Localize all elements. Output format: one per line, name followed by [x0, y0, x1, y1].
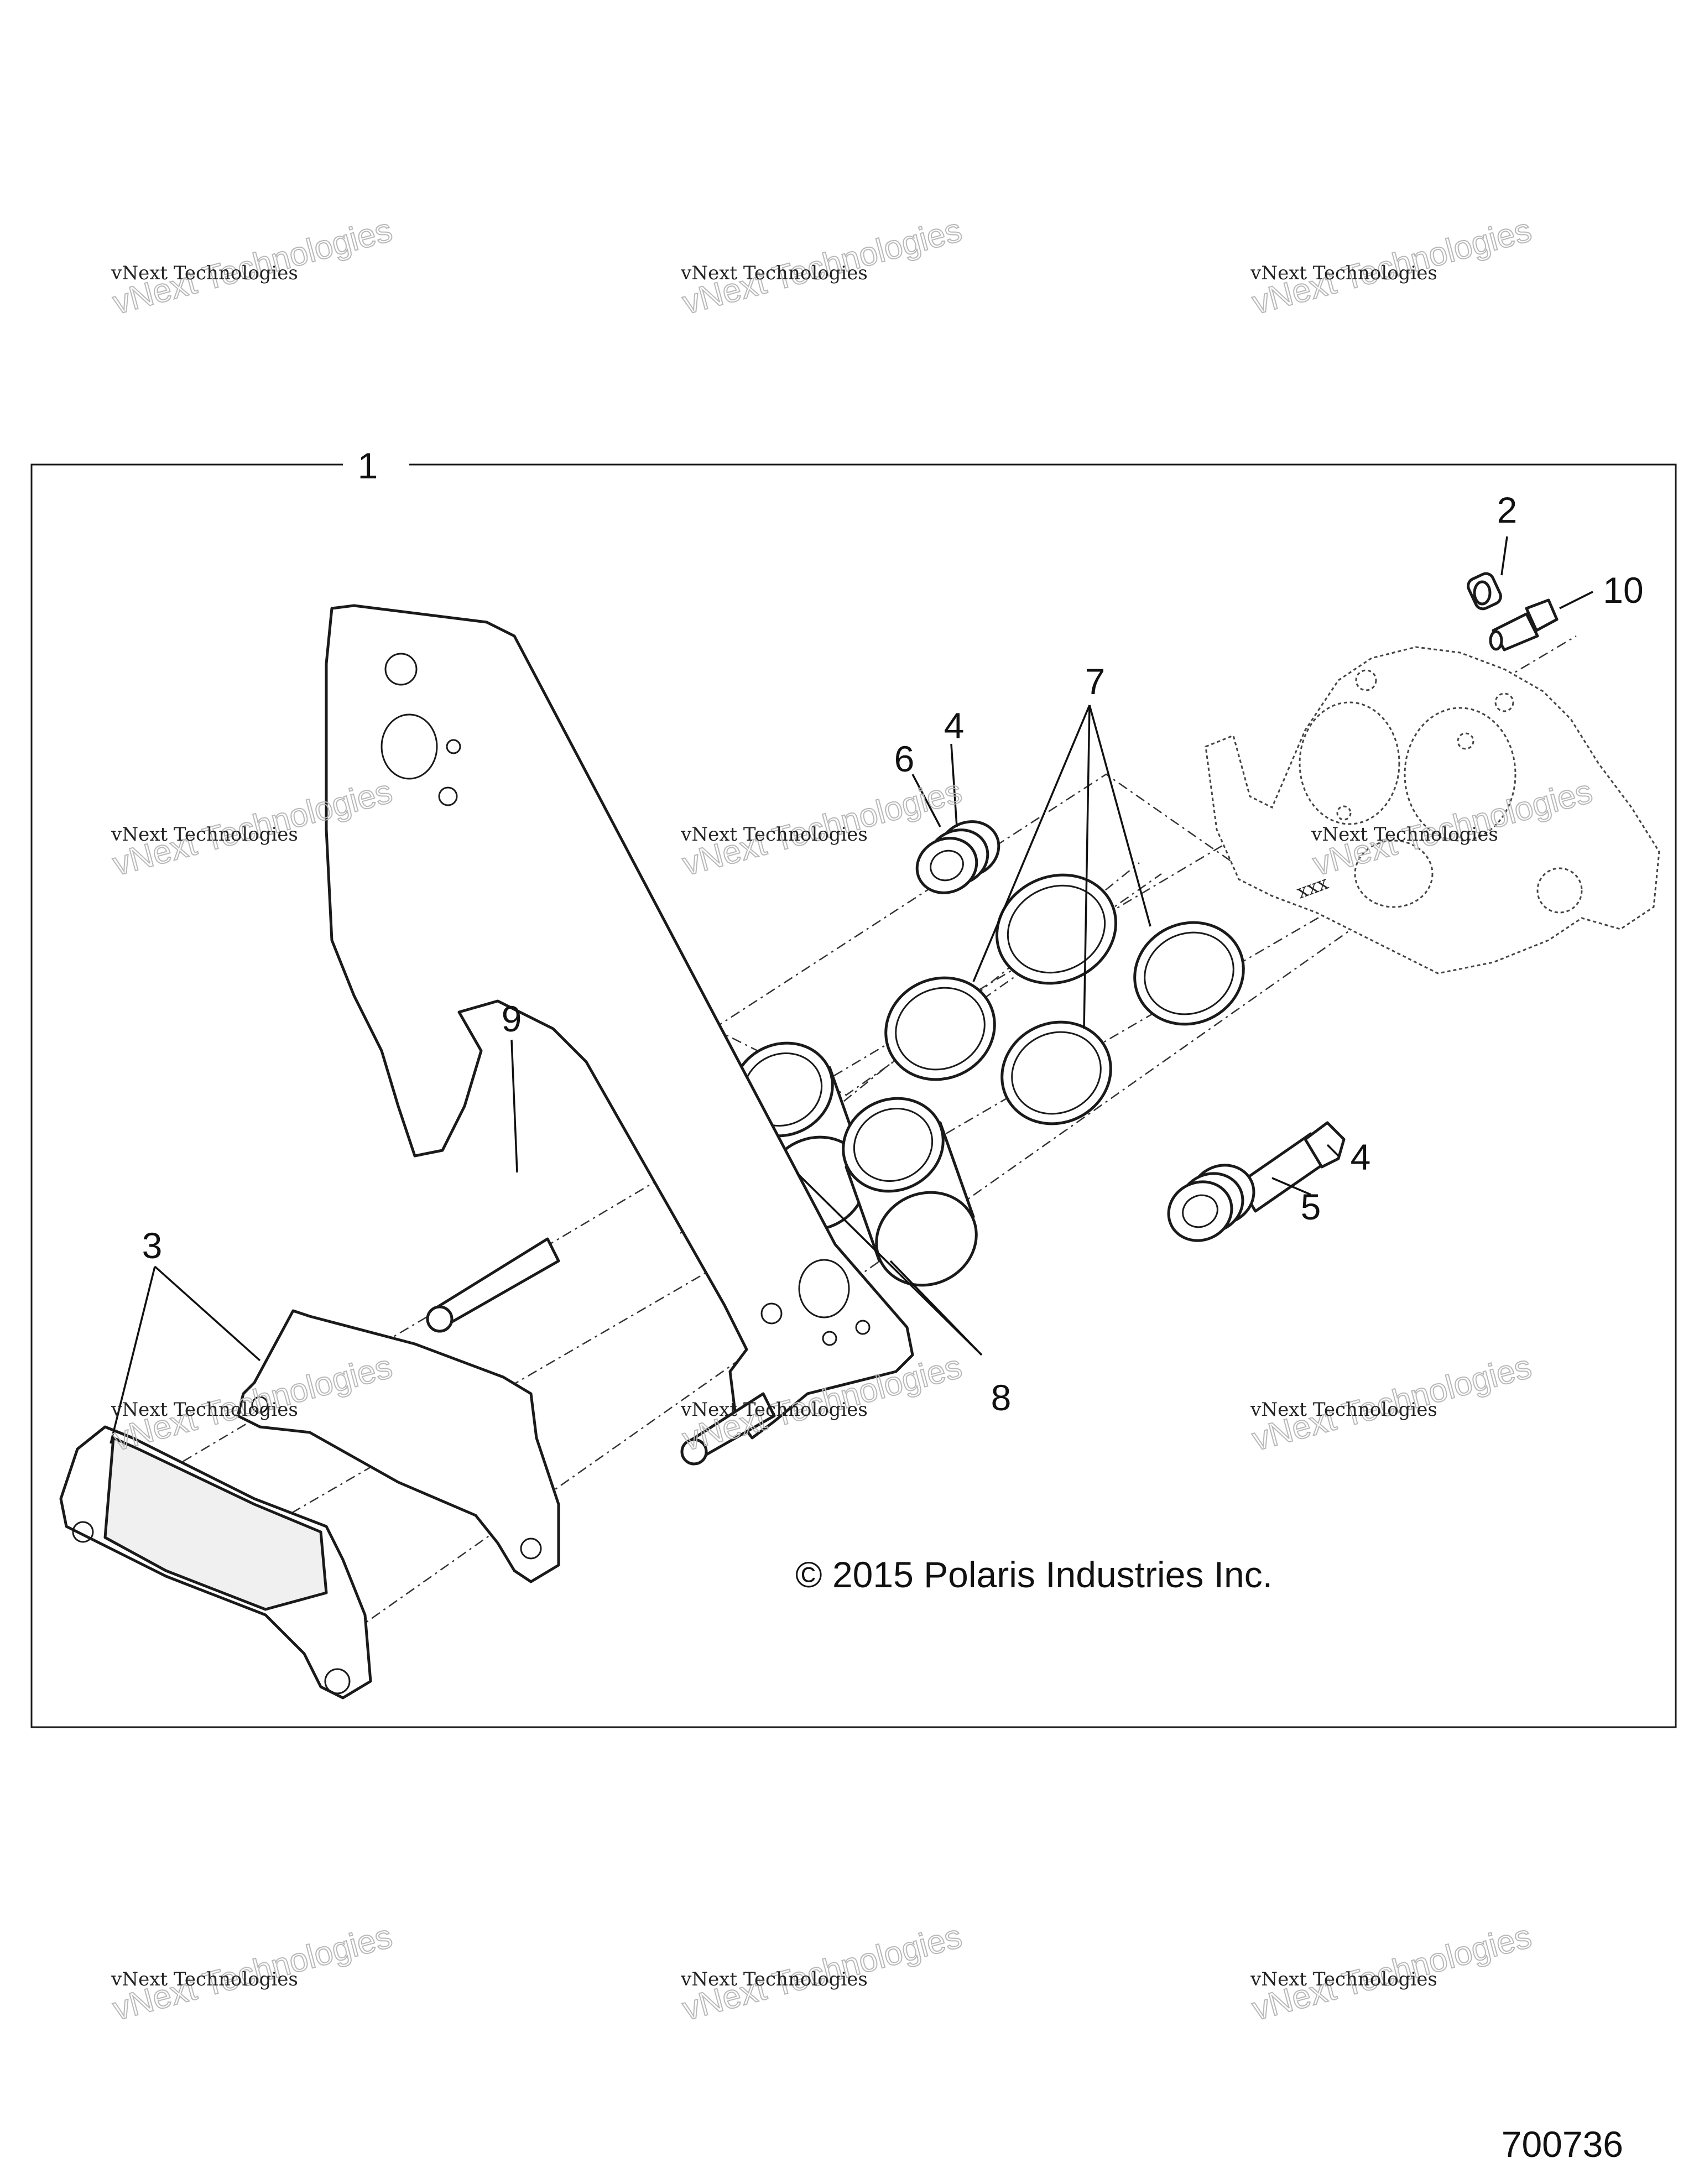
caliper-body: xxx: [1205, 646, 1660, 974]
svg-text:vNext Technologies: vNext Technologies: [1311, 823, 1498, 846]
svg-text:vNext Technologies: vNext Technologies: [680, 1399, 868, 1421]
piston-seal-rings: [884, 873, 1245, 1125]
callout-6: 6: [894, 738, 915, 779]
callout-1: 1: [358, 445, 378, 486]
svg-text:vNext Technologies: vNext Technologies: [1250, 262, 1437, 284]
callout-labels: 1 2 10 7 4 6 9 4 5 3 8: [142, 445, 1644, 1418]
svg-text:vNext Technologies: vNext Technologies: [111, 1399, 298, 1421]
watermark: vNext Technologies vNext Technologies: [1248, 211, 1536, 322]
svg-text:vNext Technologies: vNext Technologies: [1250, 1399, 1437, 1421]
callout-4-lower: 4: [1351, 1137, 1371, 1177]
bleeder-cap: [1467, 572, 1502, 611]
callout-8: 8: [991, 1377, 1012, 1418]
watermarks: vNext Technologies vNext Technologies vN…: [108, 211, 1597, 2028]
copyright-notice: © 2015 Polaris Industries Inc.: [795, 1554, 1273, 1595]
diagram-part-number: 700736: [1502, 2124, 1623, 2165]
mounting-bracket: [325, 604, 914, 1466]
brake-pads: [59, 1309, 560, 1700]
callout-4-upper: 4: [944, 705, 965, 746]
callout-7: 7: [1085, 661, 1106, 702]
watermark: vNext Technologies vNext Technologies: [1248, 1917, 1536, 2028]
watermark: vNext Technologies vNext Technologies: [108, 211, 397, 322]
callout-2: 2: [1497, 489, 1518, 530]
assembly-frame: [30, 463, 1677, 1728]
callout-10: 10: [1603, 570, 1643, 611]
svg-text:vNext Technologies: vNext Technologies: [680, 823, 868, 846]
svg-text:vNext Technologies: vNext Technologies: [111, 262, 298, 284]
watermark: vNext Technologies vNext Technologies: [678, 1917, 966, 2028]
svg-text:vNext Technologies: vNext Technologies: [680, 262, 868, 284]
svg-text:vNext Technologies: vNext Technologies: [680, 1968, 868, 1990]
slide-pin-right: [1167, 1121, 1346, 1242]
watermark: vNext Technologies vNext Technologies: [678, 211, 966, 322]
svg-text:vNext Technologies: vNext Technologies: [111, 1968, 298, 1990]
leader-lines: [110, 536, 1593, 1444]
bleeder-screw: [1489, 598, 1559, 651]
svg-text:vNext Technologies: vNext Technologies: [111, 823, 298, 846]
watermark: vNext Technologies vNext Technologies: [1248, 1347, 1536, 1458]
callout-3: 3: [142, 1225, 163, 1266]
watermark: vNext Technologies vNext Technologies: [108, 1917, 397, 2028]
svg-text:vNext Technologies: vNext Technologies: [1250, 1968, 1437, 1990]
callout-5: 5: [1301, 1186, 1321, 1227]
callout-9: 9: [502, 998, 522, 1039]
pin-boot-upper: [915, 820, 1000, 894]
